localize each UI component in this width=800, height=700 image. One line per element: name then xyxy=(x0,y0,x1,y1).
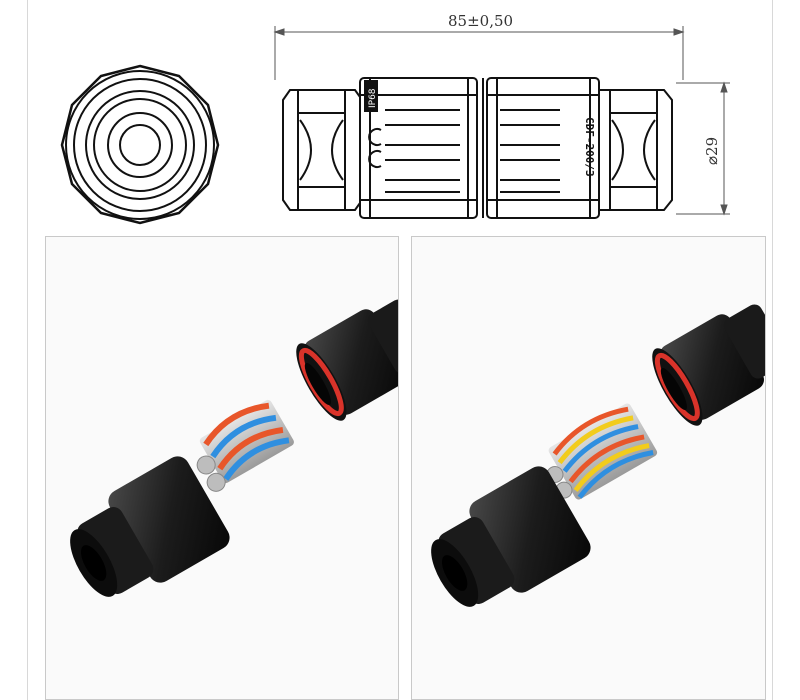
connector-photo-illustration xyxy=(70,299,398,597)
diameter-dimension-lines xyxy=(676,81,730,216)
product-photo-right xyxy=(411,236,766,700)
model-number-label: CDF-200/3 xyxy=(583,117,596,177)
ip-rating-label: IP68 xyxy=(368,88,378,108)
product-photo-left xyxy=(45,236,399,700)
page-right-border xyxy=(772,0,773,700)
connector-photo-illustration xyxy=(431,304,765,607)
diameter-dimension-label: ⌀29 xyxy=(703,137,721,165)
technical-drawing: 85±0,50 ⌀29 xyxy=(60,12,730,225)
length-dimension-lines xyxy=(273,26,685,80)
page-left-border xyxy=(27,0,28,700)
length-dimension-label: 85±0,50 xyxy=(448,12,513,30)
end-view-drawing xyxy=(60,64,220,225)
side-view-drawing xyxy=(282,77,673,219)
ip-label-box xyxy=(364,80,378,112)
